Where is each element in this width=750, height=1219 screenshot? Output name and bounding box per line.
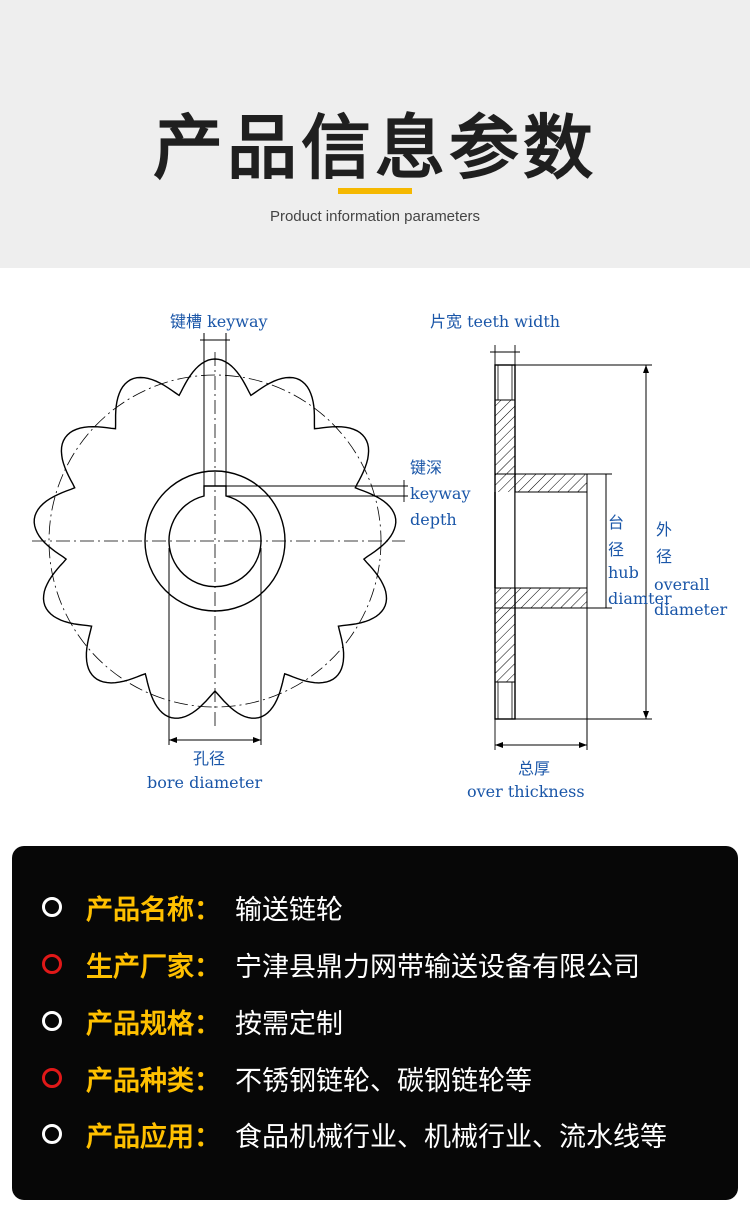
- info-label: 生产厂家：: [86, 951, 221, 983]
- bore-cn-label: 孔径: [193, 749, 225, 768]
- header-section: 产品信息参数 Product information parameters: [0, 0, 750, 268]
- overall-cn1-label: 外: [656, 520, 672, 539]
- page-subtitle: Product information parameters: [269, 208, 481, 225]
- side-view: [494, 364, 588, 750]
- product-info-panel: 产品名称： 输送链轮 生产厂家： 宁津县鼎力网带输送设备有限公司 产品规格： 按…: [12, 846, 738, 1200]
- keyway-depth-en2-label: depth: [410, 510, 457, 529]
- info-value: 按需定制: [235, 1008, 343, 1040]
- info-label: 产品应用：: [86, 1121, 221, 1153]
- info-label: 产品名称：: [86, 894, 221, 926]
- info-row-application: 产品应用： 食品机械行业、机械行业、流水线等: [42, 1114, 667, 1154]
- info-label: 产品种类：: [86, 1065, 221, 1097]
- overall-cn2-label: 径: [656, 547, 672, 566]
- sprocket-drawing: 键槽 keyway 片宽 teeth width 键深 keyway depth…: [32, 312, 727, 801]
- info-row-name: 产品名称： 输送链轮: [42, 887, 343, 927]
- bullet-icon: [42, 1011, 62, 1031]
- hub-en2-label: diamter: [608, 589, 672, 608]
- keyway-label: 键槽 keyway: [170, 312, 268, 331]
- teeth-width-label: 片宽 teeth width: [430, 312, 560, 331]
- hub-en1-label: hub: [608, 563, 639, 582]
- thickness-cn-label: 总厚: [518, 759, 550, 778]
- title-underline: [338, 188, 412, 194]
- info-row-type: 产品种类： 不锈钢链轮、碳钢链轮等: [42, 1058, 532, 1098]
- info-row-spec: 产品规格： 按需定制: [42, 1001, 343, 1041]
- info-value: 不锈钢链轮、碳钢链轮等: [235, 1065, 532, 1097]
- bullet-icon: [42, 1068, 62, 1088]
- overall-en1-label: overall: [654, 575, 710, 594]
- page-title: 产品信息参数: [153, 107, 597, 189]
- thickness-en-label: over thickness: [467, 782, 585, 801]
- keyway-depth-en1-label: keyway: [410, 484, 470, 503]
- keyway-depth-cn-label: 键深: [410, 458, 442, 477]
- info-row-manufacturer: 生产厂家： 宁津县鼎力网带输送设备有限公司: [42, 944, 640, 984]
- hub-cn1-label: 台: [608, 513, 624, 532]
- info-label: 产品规格：: [86, 1008, 221, 1040]
- bore-en-label: bore diameter: [147, 773, 263, 792]
- info-value: 宁津县鼎力网带输送设备有限公司: [235, 951, 640, 983]
- bullet-icon: [42, 954, 62, 974]
- overall-en2-label: diameter: [654, 600, 727, 619]
- bore-with-keyway: [168, 485, 262, 588]
- sprocket-diagram: 键槽 keyway 片宽 teeth width 键深 keyway depth…: [0, 300, 750, 810]
- hub-cn2-label: 径: [608, 540, 624, 559]
- info-value: 食品机械行业、机械行业、流水线等: [235, 1121, 667, 1153]
- bullet-icon: [42, 897, 62, 917]
- bullet-icon: [42, 1124, 62, 1144]
- info-value: 输送链轮: [235, 894, 343, 926]
